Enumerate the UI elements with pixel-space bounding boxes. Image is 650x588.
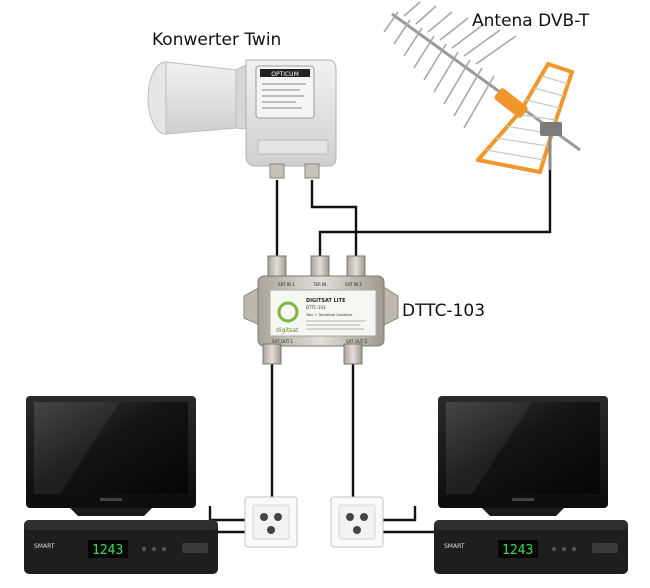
receiver-right: SMART 1243	[434, 520, 628, 574]
tv-right	[438, 396, 608, 516]
multiswitch-port-label-in2: SAT IN 2	[345, 282, 362, 287]
port-sat-out-2	[343, 343, 363, 365]
wall-outlet-left	[244, 496, 298, 548]
multiswitch-brand: digitsat	[276, 327, 299, 334]
receiver-right-brand: SMART	[444, 543, 465, 550]
multiswitch-code: DTTC-103	[306, 305, 326, 310]
multiswitch-model: DIGITSAT LITE	[306, 298, 346, 304]
receiver-left-display: 1243	[92, 543, 123, 558]
cable-lnb2-to-switch	[310, 180, 358, 262]
multiswitch-port-label-ter: TER IN	[312, 282, 326, 287]
antenna-dvbt	[383, 1, 581, 174]
cable-antenna-to-switch	[318, 170, 552, 262]
cable-outlet-left-to-tv	[208, 506, 245, 522]
port-sat-in-1	[267, 255, 287, 279]
multiswitch-port-label-out2: SAT OUT 2	[346, 339, 368, 344]
cable-outlet-right-to-tv	[383, 506, 417, 522]
wall-outlet-right	[330, 496, 384, 548]
multiswitch-dttc103: SAT IN 1 TER IN SAT IN 2 digitsat DIGITS…	[243, 255, 399, 365]
lnb-brand: OPTICUM	[271, 71, 299, 78]
receiver-left: SMART 1243	[24, 520, 218, 574]
label-multiswitch: DTTC-103	[402, 301, 485, 321]
port-sat-in-2	[346, 255, 366, 279]
digitsat-logo-icon	[277, 301, 299, 323]
port-ter-in	[310, 255, 330, 279]
label-antenna: Antena DVB-T	[472, 11, 590, 31]
lnb-twin: OPTICUM	[147, 59, 337, 179]
multiswitch-port-label-out1: SAT OUT 1	[272, 339, 294, 344]
tv-left	[26, 396, 196, 516]
multiswitch-port-label-in1: SAT IN 1	[278, 282, 295, 287]
receiver-right-display: 1243	[502, 543, 533, 558]
port-sat-out-1	[262, 343, 282, 365]
receiver-left-brand: SMART	[34, 543, 55, 550]
multiswitch-description: Twin + Terrestrial Combiner	[305, 313, 353, 317]
label-lnb: Konwerter Twin	[152, 30, 281, 50]
